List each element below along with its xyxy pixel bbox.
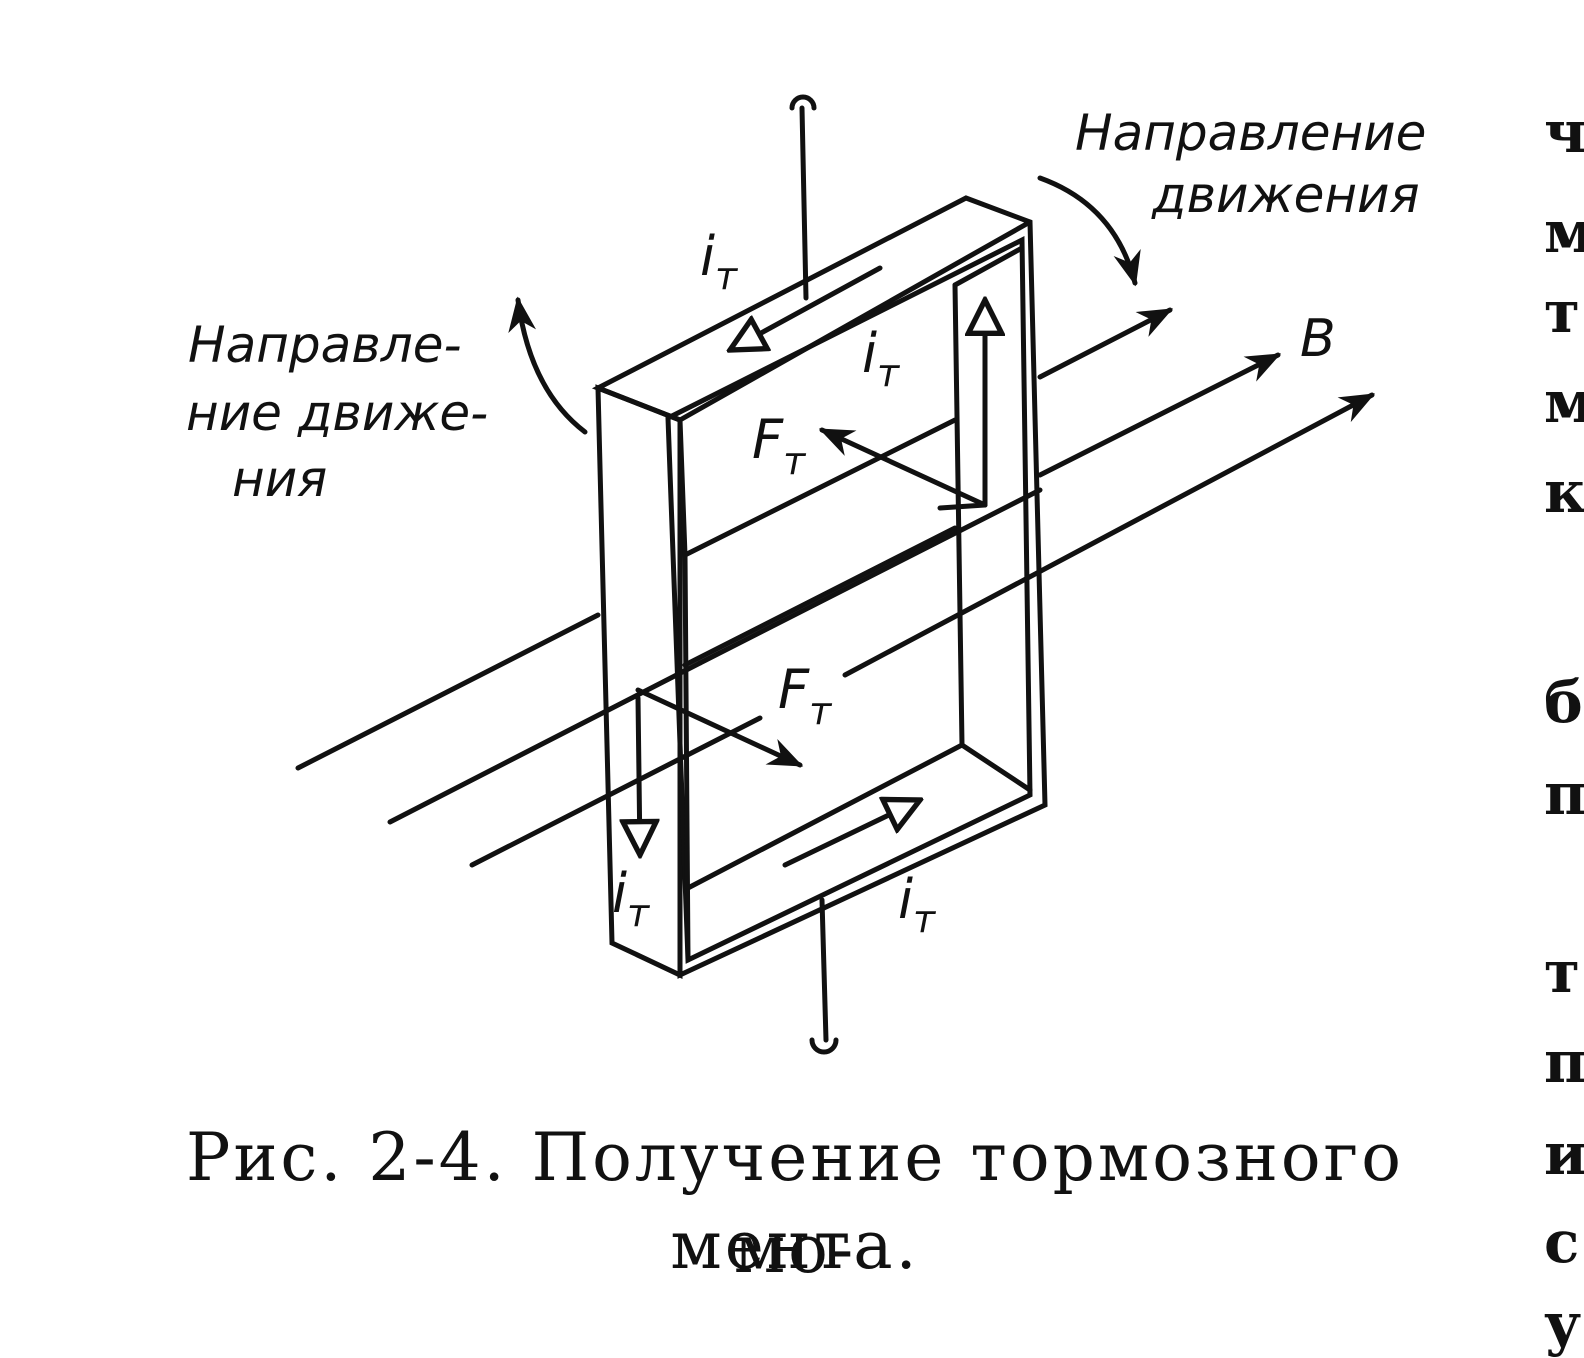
frame-top-edge bbox=[677, 219, 1033, 423]
current-label-top: iт bbox=[700, 225, 739, 298]
motion-left-line1: Направле- bbox=[188, 316, 462, 374]
force-label-top: Fт bbox=[752, 408, 807, 483]
margin-letter: м bbox=[1544, 198, 1584, 266]
current-arrow-top bbox=[730, 265, 883, 350]
field-line-top bbox=[682, 417, 958, 558]
force-symbol: F bbox=[752, 408, 784, 471]
current-subscript: т bbox=[877, 351, 901, 395]
motion-arrow-left bbox=[508, 296, 588, 435]
field-line-mid-exit bbox=[1037, 352, 1282, 478]
field-line-bottom-left bbox=[469, 715, 763, 868]
motion-right-line2: движения bbox=[1151, 166, 1420, 224]
margin-letter: у bbox=[1544, 1290, 1582, 1358]
field-line-mid-left bbox=[295, 612, 601, 771]
force-label-bottom: Fт bbox=[778, 658, 833, 733]
margin-letter: п bbox=[1544, 760, 1584, 828]
axis-bottom bbox=[819, 897, 829, 1043]
field-line-low-left bbox=[387, 660, 703, 825]
current-symbol: i bbox=[700, 225, 715, 288]
margin-letter: ч bbox=[1544, 98, 1584, 166]
margin-letter: п bbox=[1544, 1028, 1584, 1096]
current-label-left: iт bbox=[612, 862, 651, 935]
field-label-b: B bbox=[1300, 309, 1336, 369]
force-arrow-bottom bbox=[635, 687, 804, 768]
motion-left-line3: ния bbox=[232, 450, 327, 508]
field-line-low-cross bbox=[697, 487, 1043, 666]
frame-inner-back-top bbox=[952, 245, 1025, 288]
frame-outer bbox=[591, 195, 1048, 979]
motion-left-line2: ние движе- bbox=[186, 384, 488, 442]
field-line-top-exit bbox=[1037, 307, 1174, 380]
figure-caption-line2: мента. bbox=[670, 1207, 920, 1284]
figure-caption-line1: Рис. 2-4. Получение тормозного мо- bbox=[186, 1119, 1404, 1288]
axis-bottom-hook bbox=[809, 1037, 839, 1055]
current-subscript: т bbox=[715, 254, 739, 298]
margin-letter: т bbox=[1544, 938, 1580, 1006]
field-line-mid-inner bbox=[682, 525, 958, 668]
axis-top-hook bbox=[789, 94, 817, 111]
axis-top bbox=[799, 105, 809, 301]
frame-inner-opening bbox=[665, 235, 1033, 964]
current-symbol: i bbox=[898, 868, 913, 931]
current-symbol: i bbox=[612, 862, 627, 925]
current-arrow-left bbox=[638, 695, 640, 855]
margin-letter: с bbox=[1544, 1208, 1580, 1276]
force-subscript: т bbox=[809, 689, 833, 733]
motion-right-line1: Направление bbox=[1075, 104, 1426, 162]
margin-letter: и bbox=[1544, 1120, 1584, 1188]
force-symbol: F bbox=[778, 658, 810, 721]
margin-letter: к bbox=[1544, 458, 1584, 526]
margin-letter: м bbox=[1544, 368, 1584, 436]
current-symbol: i bbox=[862, 322, 877, 385]
current-subscript: т bbox=[627, 891, 651, 935]
motion-arrow-right bbox=[1037, 175, 1141, 287]
force-subscript: т bbox=[783, 439, 807, 483]
current-arrow-bottom bbox=[782, 800, 920, 868]
field-line-bottom-right bbox=[842, 392, 1376, 678]
margin-letter: т bbox=[1544, 278, 1580, 346]
frame-inner-back-bottom bbox=[959, 742, 1033, 793]
frame-inner-depth bbox=[677, 417, 691, 963]
frame-inner-back bbox=[685, 282, 965, 891]
force-arrow-top bbox=[818, 427, 988, 508]
margin-letter: б bbox=[1544, 668, 1583, 736]
current-link-right bbox=[937, 502, 988, 511]
current-label-inner: iт bbox=[862, 322, 901, 395]
current-subscript: т bbox=[913, 897, 937, 941]
current-label-bottom: iт bbox=[898, 868, 937, 941]
